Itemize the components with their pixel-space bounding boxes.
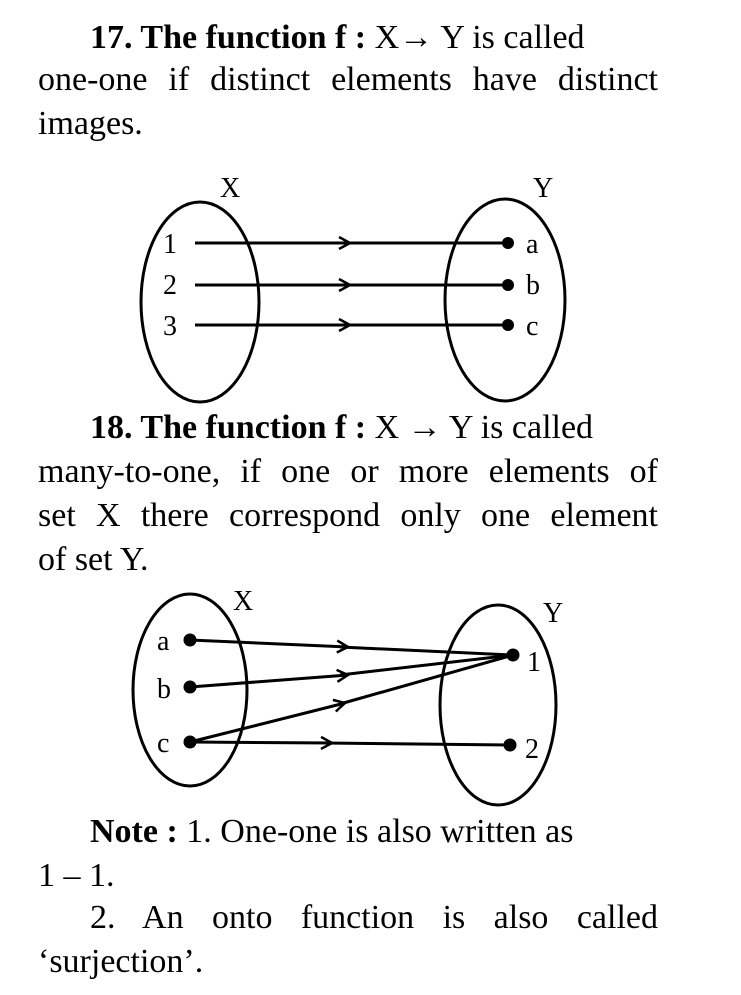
section-17-line-3: images. [38,105,143,142]
section-18-heading: 18. The function f : [90,409,367,446]
domain-element: a [157,626,170,657]
section-17-heading: 17. The function f : [90,19,367,56]
section-17-line-2: one-one if distinct elements have distin… [38,61,658,98]
domain-element: c [157,728,169,759]
point-a [502,237,514,249]
note-label: Note : [90,813,178,850]
section-18-heading-line: 18. The function f : X → Y is called [38,408,658,448]
set-y-label: Y [533,173,553,204]
point-2 [503,738,517,752]
section-18-line-4: of set Y. [38,541,149,578]
codomain-element: 2 [525,734,539,765]
domain-element: 3 [163,311,177,342]
mapping-arrow [189,638,348,647]
point-1 [506,648,520,662]
section-18-line-3: set X there correspond only one element [38,497,658,534]
diagram-many-to-one: X Y a b c 1 2 [131,586,563,807]
mapping-line [324,741,511,747]
diagram-one-one: X Y 1 2 3 a b c [139,173,567,404]
section-17-text: X→ Y is called [366,19,585,56]
codomain-element: 1 [527,647,541,678]
set-y-ellipse [438,603,558,807]
set-x-label: X [233,586,253,617]
codomain-element: a [526,229,539,260]
note-item-1-cont: 1 – 1. [38,857,115,894]
set-x-label: X [220,173,240,204]
set-y-ellipse [443,197,567,403]
set-x-ellipse [139,200,261,404]
codomain-element: c [526,311,538,342]
domain-element: 2 [163,270,177,301]
domain-element: 1 [163,229,177,260]
section-18-line-2: many-to-one, if one or more elements of [38,453,658,490]
point-c [183,735,197,749]
set-y-label: Y [543,598,563,629]
point-b [502,279,514,291]
note-item-2: 2. An onto function is also called [90,899,658,936]
mapping-arrow [189,675,348,689]
set-x-ellipse [131,592,249,788]
mapping-arrow [189,742,332,743]
mapping-line [339,653,514,706]
note-line-1: Note : 1. One-one is also written as [38,812,658,852]
point-a [183,633,197,647]
mapping-line [339,645,514,657]
codomain-element: b [526,270,540,301]
point-c [502,319,514,331]
note-item-2-cont: ‘surjection’. [38,943,204,980]
mapping-line [339,653,514,677]
note-item-1: 1. One-one is also written as [177,813,574,850]
mapping-arrow [189,703,345,744]
domain-element: b [157,674,171,705]
section-18-text: X → Y is called [366,409,594,446]
section-17-heading-line: 17. The function f : X→ Y is called [38,18,658,58]
point-b [183,680,197,694]
